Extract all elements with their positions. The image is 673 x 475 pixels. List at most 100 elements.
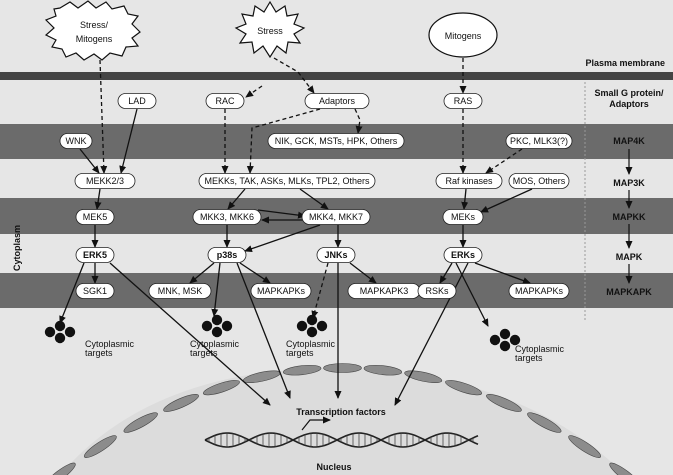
node-raf-label: Raf kinases bbox=[445, 176, 493, 186]
node-pkc: PKC, MLK3(?) bbox=[505, 133, 573, 149]
node-erks-label: ERKs bbox=[451, 250, 475, 260]
node-raf: Raf kinases bbox=[435, 173, 503, 189]
node-meks: MEKs bbox=[442, 209, 484, 225]
node-pkc-label: PKC, MLK3(?) bbox=[510, 136, 568, 146]
arrow-mekk23-mek5 bbox=[94, 188, 102, 210]
arrow-stress-adaptors bbox=[273, 57, 315, 94]
node-mapkapk3-label: MAPKAPK3 bbox=[360, 286, 409, 296]
stress-mitogens-line1: Stress/ bbox=[80, 20, 109, 30]
node-mapkapks1: MAPKAPKs bbox=[250, 283, 312, 299]
cytoplasmic-target-dots bbox=[296, 314, 328, 338]
tier-mapk: MAPK bbox=[616, 252, 643, 262]
node-wnk: WNK bbox=[59, 133, 93, 149]
pathway-nodes: LAD RAC Adaptors RAS WNK NIK, GCK, MSTs, HPK,… bbox=[59, 93, 573, 299]
arrow-erk5-targets bbox=[59, 262, 85, 324]
arrow-wnk-mekk23 bbox=[79, 148, 100, 174]
node-mek5-label: MEK5 bbox=[83, 212, 108, 222]
cytoplasmic-target-dots bbox=[489, 328, 521, 352]
node-rsks-label: RSKs bbox=[425, 286, 449, 296]
node-sgk1-label: SGK1 bbox=[83, 286, 107, 296]
node-erks: ERKs bbox=[443, 247, 483, 263]
node-mekk23-label: MEKK2/3 bbox=[86, 176, 124, 186]
node-mkk47-label: MKK4, MKK7 bbox=[309, 212, 363, 222]
stress-label: Stress bbox=[257, 26, 283, 36]
cytoplasmic-targets-label: Cytoplasmic bbox=[190, 339, 240, 349]
tier-small-g-line1: Small G protein/ bbox=[594, 88, 664, 98]
arrow-erks-rsks bbox=[439, 262, 453, 284]
cytoplasmic-targets-label: targets bbox=[85, 348, 113, 358]
node-rac-label: RAC bbox=[215, 96, 235, 106]
node-mapkapks2: MAPKAPKs bbox=[508, 283, 570, 299]
arrow-jnks-targets bbox=[311, 262, 329, 319]
node-mapkapks2-label: MAPKAPKs bbox=[515, 286, 564, 296]
node-p38s-label: p38s bbox=[217, 250, 238, 260]
arrow-raf-meks bbox=[461, 188, 469, 210]
mitogens-label: Mitogens bbox=[445, 31, 482, 41]
arrow-erks-mapkapks bbox=[474, 262, 531, 284]
nuclear-envelope bbox=[44, 363, 641, 475]
cytoplasmic-targets-label: Cytoplasmic bbox=[85, 339, 135, 349]
node-wnk-label: WNK bbox=[66, 136, 87, 146]
node-ras-label: RAS bbox=[454, 96, 473, 106]
arrow-p38s-mapkapks bbox=[239, 262, 271, 284]
arrow-pkc-raf bbox=[485, 148, 523, 174]
tier-mapkapk: MAPKAPK bbox=[606, 287, 652, 297]
nucleus-label: Nucleus bbox=[316, 462, 351, 472]
cytoplasmic-targets-label: targets bbox=[190, 348, 218, 358]
arrow-jnks-mapkapk3 bbox=[349, 262, 377, 284]
node-mnk-label: MNK, MSK bbox=[158, 286, 203, 296]
node-mos-label: MOS, Others bbox=[513, 176, 566, 186]
cytoplasmic-targets-label: targets bbox=[515, 353, 543, 363]
node-adaptors-label: Adaptors bbox=[319, 96, 356, 106]
node-mapkapk3: MAPKAPK3 bbox=[347, 283, 421, 299]
node-ras: RAS bbox=[443, 93, 483, 109]
node-mos: MOS, Others bbox=[508, 173, 570, 189]
stress-mitogens-burst: Stress/ Mitogens bbox=[44, 0, 141, 61]
node-lad-label: LAD bbox=[128, 96, 146, 106]
arrow-p38s-mnk bbox=[189, 262, 215, 284]
cytoplasmic-target-dots bbox=[44, 320, 76, 344]
node-rsks: RSKs bbox=[417, 283, 457, 299]
mitogens-ellipse: Mitogens bbox=[428, 12, 498, 58]
tier-map4k: MAP4K bbox=[613, 136, 645, 146]
node-nik: NIK, GCK, MSTs, HPK, Others bbox=[267, 133, 405, 149]
tier-small-g-line2: Adaptors bbox=[609, 99, 649, 109]
node-jnks: JNKs bbox=[316, 247, 356, 263]
node-mek5: MEK5 bbox=[75, 209, 115, 225]
node-lad: LAD bbox=[117, 93, 157, 109]
node-mkk36: MKK3, MKK6 bbox=[192, 209, 262, 225]
node-meks-label: MEKs bbox=[451, 212, 476, 222]
node-jnks-label: JNKs bbox=[324, 250, 347, 260]
node-mekks: MEKKs, TAK, ASKs, MLKs, TPL2, Others bbox=[198, 173, 376, 189]
arrow-erks-tf bbox=[394, 262, 469, 406]
plasma-membrane-bar bbox=[0, 72, 673, 80]
plasma-membrane-label: Plasma membrane bbox=[585, 58, 665, 68]
node-adaptors: Adaptors bbox=[304, 93, 370, 109]
cytoplasmic-targets-label: Cytoplasmic bbox=[515, 344, 565, 354]
node-mapkapks1-label: MAPKAPKs bbox=[257, 286, 306, 296]
arrow-mos-meks bbox=[480, 188, 533, 213]
node-rac: RAC bbox=[205, 93, 245, 109]
stress-burst: Stress bbox=[234, 0, 306, 59]
transcription-factors-label: Transcription factors bbox=[296, 407, 386, 417]
arrow-mkk36-mkk47 bbox=[257, 209, 306, 219]
arrow-p38s-tf bbox=[236, 262, 291, 399]
cytoplasmic-targets-label: targets bbox=[286, 348, 314, 358]
node-mekks-label: MEKKs, TAK, ASKs, MLKs, TPL2, Others bbox=[204, 176, 370, 186]
node-mkk36-label: MKK3, MKK6 bbox=[200, 212, 254, 222]
cytoplasmic-targets: CytoplasmictargetsCytoplasmictargetsCyto… bbox=[44, 314, 565, 363]
node-p38s: p38s bbox=[207, 247, 247, 263]
node-mnk: MNK, MSK bbox=[148, 283, 212, 299]
pathway-arrows bbox=[59, 57, 533, 406]
arrow-stress-rac bbox=[245, 85, 263, 98]
arrow-mkk47-p38s bbox=[244, 224, 321, 253]
dna-helix bbox=[204, 416, 479, 448]
node-nik-label: NIK, GCK, MSTs, HPK, Others bbox=[275, 136, 398, 146]
node-erk5: ERK5 bbox=[75, 247, 115, 263]
stress-mitogens-line2: Mitogens bbox=[76, 34, 113, 44]
arrow-mekks-mkk47 bbox=[299, 188, 329, 210]
arrow-lad-mekk23 bbox=[119, 108, 138, 174]
tier-mapkk: MAPKK bbox=[613, 212, 646, 222]
arrow-mekks-mkk36 bbox=[227, 188, 246, 210]
